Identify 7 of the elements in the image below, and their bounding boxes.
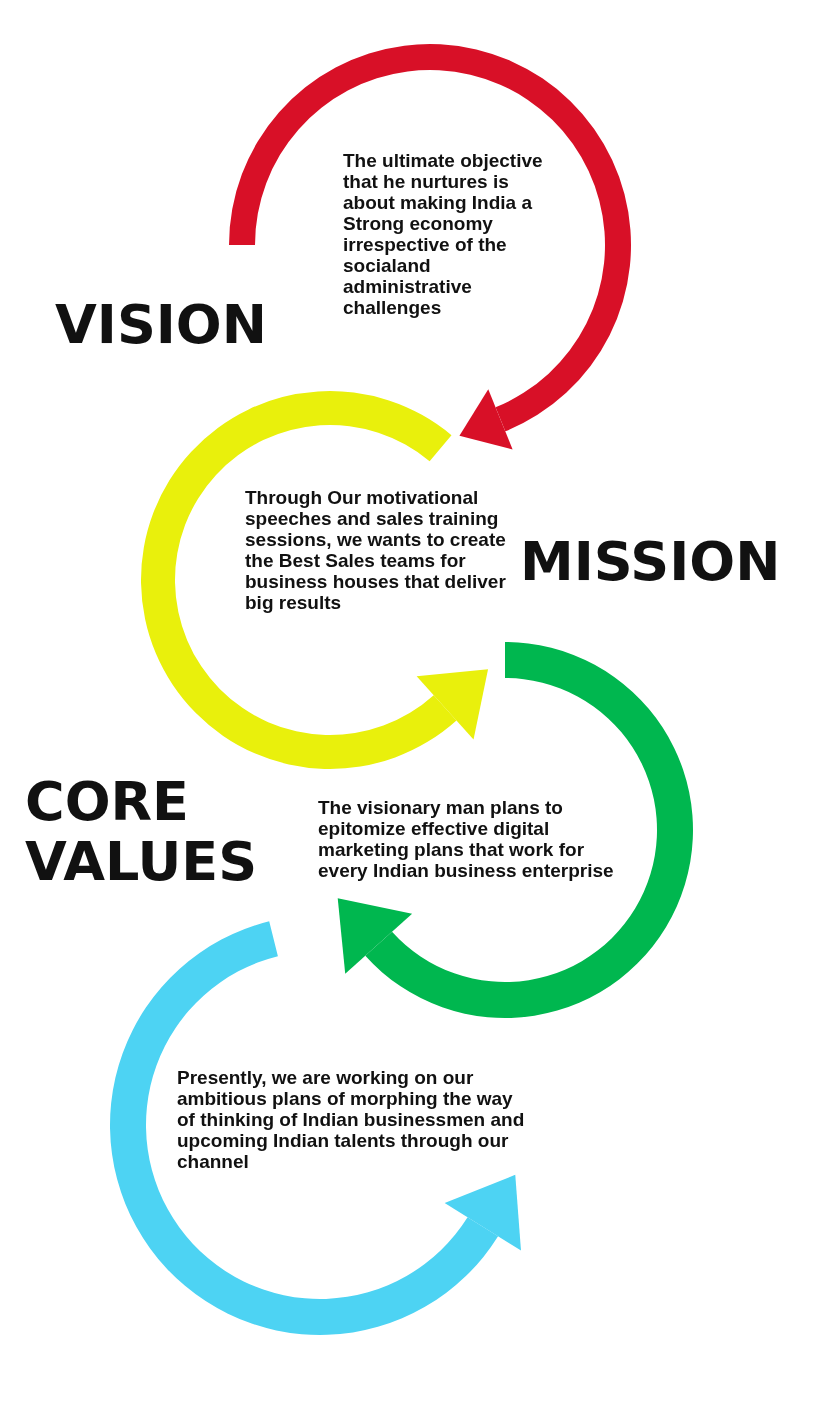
heading: CORE VALUES [25, 772, 259, 892]
ring-text: The ultimate objective that he nurtures is about making India a Strong economy irrespective of the socialand administrative challenges [343, 150, 544, 318]
ring-text: Through Our motivational speeches and sales training sessions, we wants to create the Best Sales teams for business houses that deliver big results [245, 487, 507, 613]
heading: MISSION [520, 532, 782, 592]
ring-text: The visionary man plans to epitomize effective digital marketing plans that work for every Indian business enterprise [318, 797, 615, 881]
ring-text: Presently, we are working on our ambitious plans of morphing the way of thinking of Indian businessmen and upcoming Indian talents through our channel [177, 1067, 526, 1172]
heading: VISION [55, 295, 268, 355]
